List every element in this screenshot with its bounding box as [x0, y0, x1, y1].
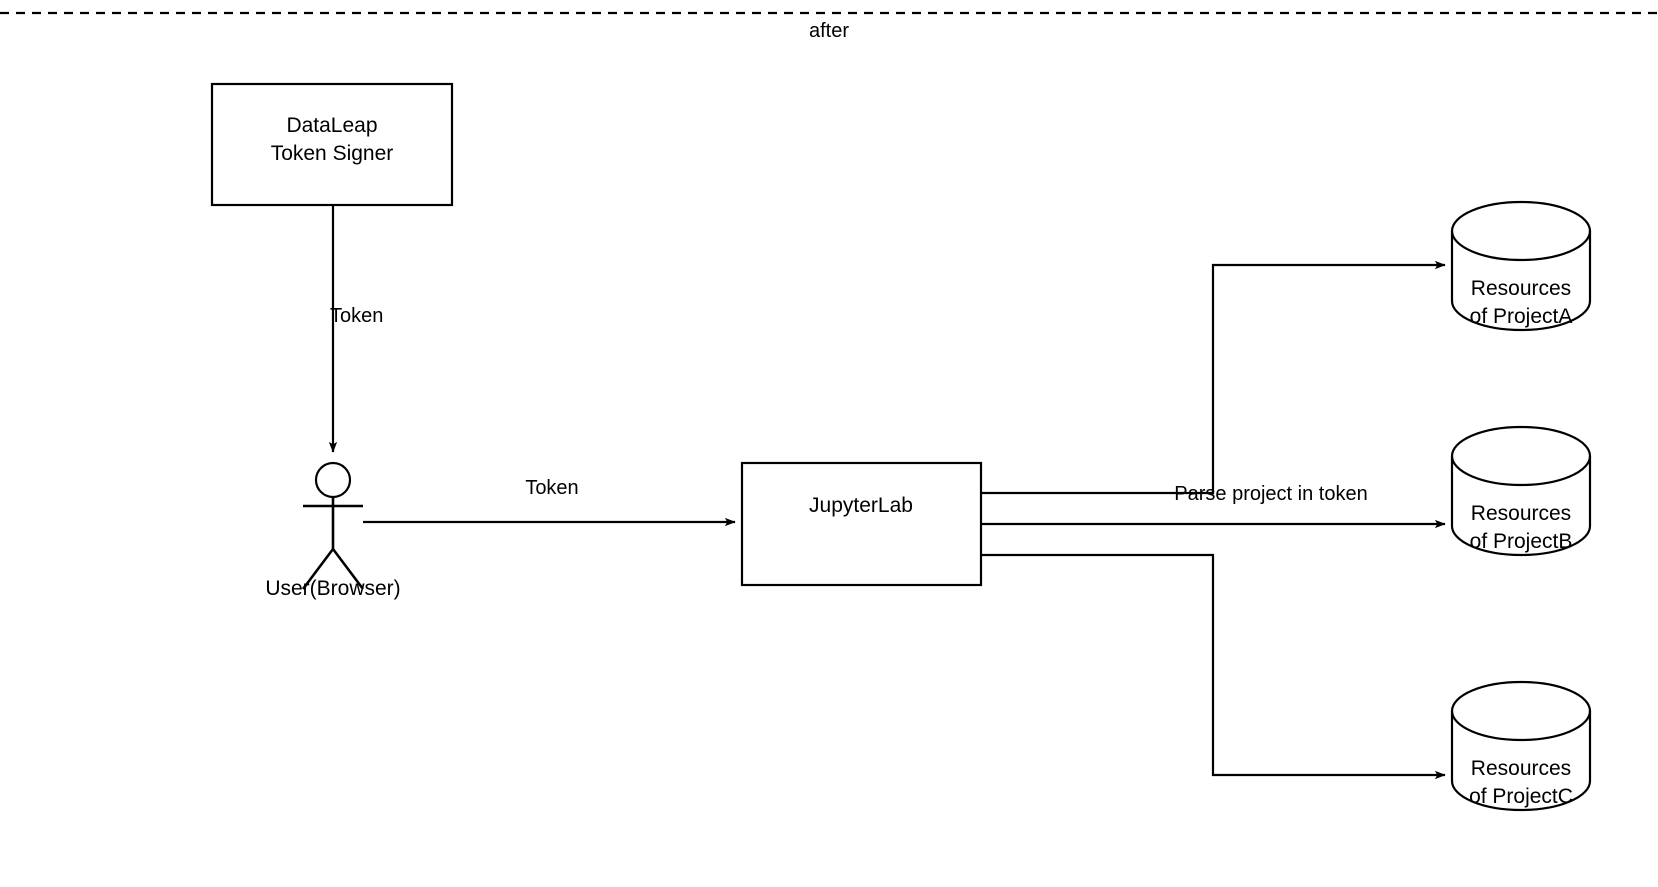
node-project-b-cylinder[interactable] [1450, 425, 1592, 557]
project-c-cylinder-body [1450, 680, 1592, 812]
project-c-cylinder-top-rim [1450, 710, 1592, 742]
node-project-b-label-line1: Resources [1471, 502, 1571, 525]
project-a-cylinder-top-rim [1450, 230, 1592, 262]
node-jupyterlab-label: JupyterLab [809, 494, 913, 517]
actor-right-leg-line [331, 548, 365, 590]
node-project-a-cylinder[interactable] [1450, 200, 1592, 332]
project-b-cylinder-top-rim [1450, 455, 1592, 487]
node-project-c-label-line1: Resources [1471, 757, 1571, 780]
actor-head-icon [314, 461, 352, 499]
node-project-c-label-line2: of ProjectC [1469, 785, 1573, 808]
node-token-signer-label-line2: Token Signer [271, 142, 394, 165]
node-token-signer-label-line1: DataLeap [286, 114, 377, 137]
edge-jupyterlab-to-project-c [981, 553, 1446, 780]
section-label: after [809, 20, 849, 42]
edge-jupyterlab-to-project-a [981, 260, 1446, 495]
node-project-b-label-line2: of ProjectB [1470, 530, 1573, 553]
edge-label-jupyterlab-to-project-b: Parse project in token [1174, 483, 1367, 505]
project-b-cylinder-body [1450, 425, 1592, 557]
project-a-cylinder-body [1450, 200, 1592, 332]
edge-label-user-to-jupyterlab: Token [525, 477, 578, 499]
edge-label-signer-to-user: Token [330, 305, 383, 327]
node-project-c-cylinder[interactable] [1450, 680, 1592, 812]
node-jupyterlab-box[interactable] [740, 461, 983, 587]
node-project-a-label-line1: Resources [1471, 277, 1571, 300]
node-token-signer-box[interactable] [210, 82, 454, 207]
node-user-actor[interactable] [301, 461, 365, 590]
node-user-label: User(Browser) [265, 577, 400, 600]
node-project-a-label-line2: of ProjectA [1470, 305, 1573, 328]
actor-left-leg-line [301, 548, 335, 590]
